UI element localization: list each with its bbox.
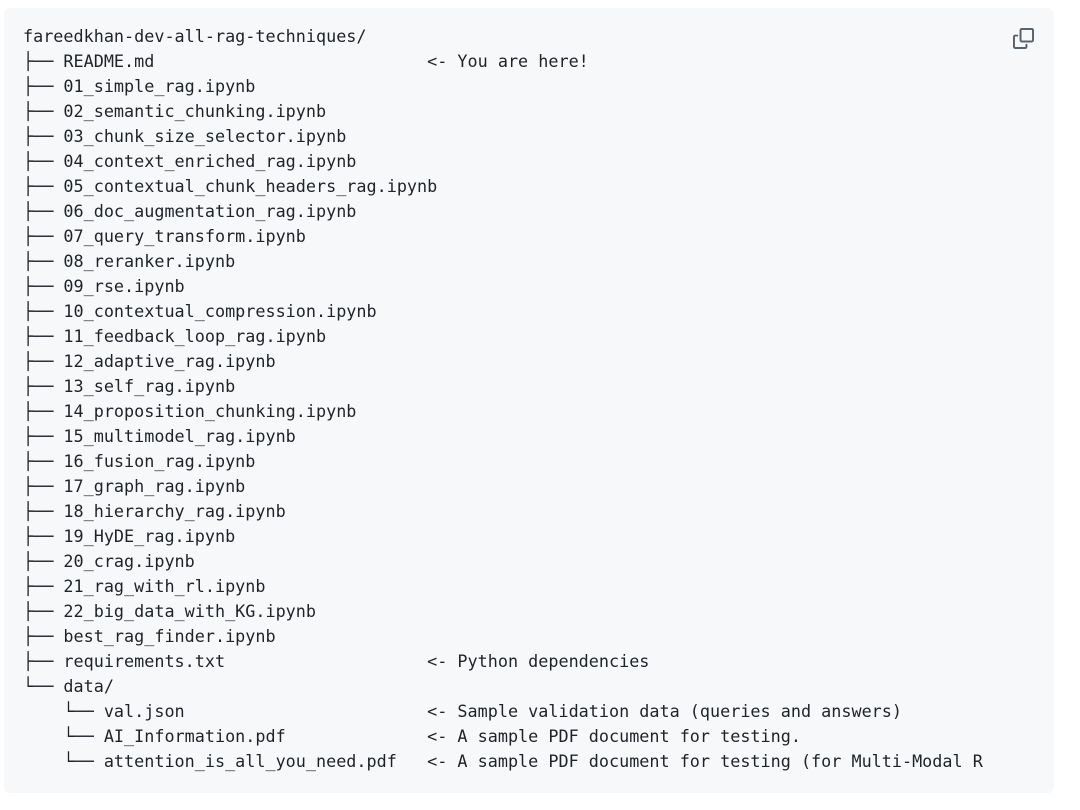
tree-line: ├── 07_query_transform.ipynb — [23, 226, 306, 246]
tree-line: ├── 03_chunk_size_selector.ipynb — [23, 126, 347, 146]
tree-line: ├── 04_context_enriched_rag.ipynb — [23, 151, 357, 171]
copy-icon — [1012, 27, 1034, 49]
tree-line: ├── 05_contextual_chunk_headers_rag.ipyn… — [23, 176, 438, 196]
tree-line: └── AI_Information.pdf <- A sample PDF d… — [23, 726, 801, 746]
tree-line: ├── 01_simple_rag.ipynb — [23, 76, 256, 96]
tree-line: ├── 15_multimodel_rag.ipynb — [23, 426, 296, 446]
tree-line: ├── 06_doc_augmentation_rag.ipynb — [23, 201, 357, 221]
tree-line: ├── 09_rse.ipynb — [23, 276, 185, 296]
file-tree: fareedkhan-dev-all-rag-techniques/ ├── RE… — [23, 24, 1038, 774]
tree-line: ├── 18_hierarchy_rag.ipynb — [23, 501, 286, 521]
tree-line: ├── 13_self_rag.ipynb — [23, 376, 236, 396]
tree-line: ├── 16_fusion_rag.ipynb — [23, 451, 256, 471]
tree-line: ├── 17_graph_rag.ipynb — [23, 476, 246, 496]
tree-line: ├── 14_proposition_chunking.ipynb — [23, 401, 357, 421]
tree-line: ├── 22_big_data_with_KG.ipynb — [23, 601, 316, 621]
tree-line: ├── 11_feedback_loop_rag.ipynb — [23, 326, 327, 346]
tree-line: ├── 21_rag_with_rl.ipynb — [23, 576, 266, 596]
file-tree-code: fareedkhan-dev-all-rag-techniques/ ├── RE… — [23, 24, 1038, 774]
tree-line: ├── README.md <- You are here! — [23, 51, 589, 71]
tree-line: ├── 12_adaptive_rag.ipynb — [23, 351, 276, 371]
tree-line: ├── requirements.txt <- Python dependenc… — [23, 651, 650, 671]
tree-line: ├── 20_crag.ipynb — [23, 551, 195, 571]
tree-line: └── data/ — [23, 676, 114, 696]
code-block: fareedkhan-dev-all-rag-techniques/ ├── RE… — [4, 8, 1054, 793]
tree-line: └── attention_is_all_you_need.pdf <- A s… — [23, 751, 983, 771]
copy-button[interactable] — [1007, 22, 1039, 54]
tree-line: ├── 10_contextual_compression.ipynb — [23, 301, 377, 321]
tree-line: ├── 19_HyDE_rag.ipynb — [23, 526, 236, 546]
tree-line: ├── 08_reranker.ipynb — [23, 251, 236, 271]
tree-line: ├── best_rag_finder.ipynb — [23, 626, 276, 646]
tree-line: ├── 02_semantic_chunking.ipynb — [23, 101, 327, 121]
tree-line: fareedkhan-dev-all-rag-techniques/ — [23, 26, 367, 46]
tree-line: └── val.json <- Sample validation data (… — [23, 701, 902, 721]
